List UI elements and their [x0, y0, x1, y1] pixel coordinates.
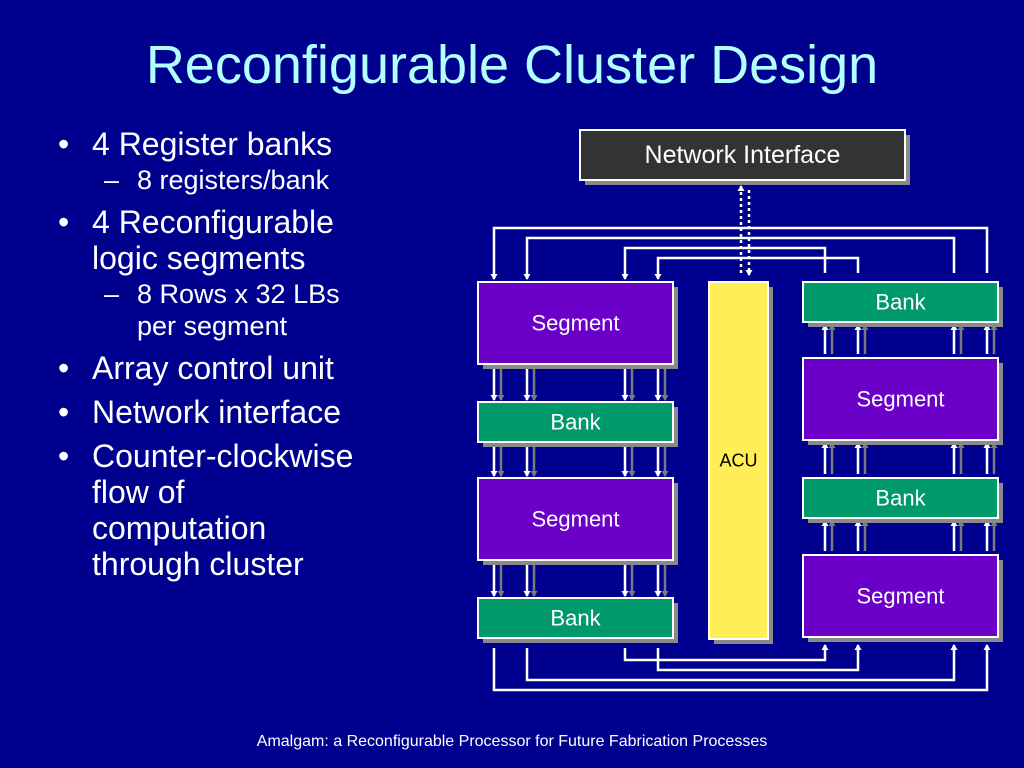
bullet-text: Array control unit [92, 350, 334, 386]
acu-box-label: ACU [719, 451, 757, 471]
slide-title: Reconfigurable Cluster Design [145, 35, 879, 95]
loop-bottom-inner [525, 644, 958, 682]
bullet-item: Counter-clockwise flow of computation th… [56, 438, 436, 582]
bank-block-body [802, 477, 999, 519]
segment-block-label: Segment [856, 387, 944, 412]
bullet-item: Network interface [56, 394, 436, 430]
bank-block: Bank [802, 281, 1003, 327]
loop-bottom-a [623, 644, 829, 662]
loop-top-a [621, 246, 827, 280]
bullet-item: 4 Register banks [56, 126, 436, 162]
segment-block-label: Segment [531, 507, 619, 532]
segment-block-body [477, 281, 674, 365]
network-interface-box-body [579, 129, 906, 181]
bank-block-body [802, 281, 999, 323]
bank-block-label: Bank [875, 486, 926, 511]
bank-block-label: Bank [550, 410, 601, 435]
sub-bullet-item: 8 registers/bank [56, 164, 436, 196]
acu-box-body [708, 281, 769, 640]
slide-footer: Amalgam: a Reconfigurable Processor for … [256, 733, 768, 750]
segment-block: Segment [477, 477, 678, 565]
segment-block-body [477, 477, 674, 561]
bullet-text: 4 Reconfigurable logic segments [92, 204, 334, 276]
segment-block-body [802, 357, 999, 441]
sub-bullet-text: 8 Rows x 32 LBs per segment [137, 279, 340, 341]
bank-block-body [477, 597, 674, 639]
bank-block-body [477, 401, 674, 443]
bullet-text: Counter-clockwise flow of computation th… [92, 438, 354, 582]
bank-block-label: Bank [875, 290, 926, 315]
segment-block-label: Segment [531, 311, 619, 336]
segment-block: Segment [802, 357, 1003, 445]
loop-top-inner [523, 236, 956, 280]
bullet-item: Array control unit [56, 350, 436, 386]
network-interface-box-label: Network Interface [645, 141, 841, 169]
loop-bottom-b [656, 644, 862, 672]
loop-top-b [654, 256, 860, 280]
acu-box: ACU [708, 281, 773, 644]
bank-block-label: Bank [550, 606, 601, 631]
loop-bottom-outer [492, 644, 991, 692]
block-layer: Network InterfaceACUSegmentBankSegmentBa… [477, 129, 1003, 644]
segment-block-label: Segment [856, 584, 944, 609]
bank-block: Bank [477, 597, 678, 643]
bullet-item: 4 Reconfigurable logic segments [56, 204, 436, 276]
bank-block: Bank [802, 477, 1003, 523]
bullet-text: Network interface [92, 394, 341, 430]
sub-bullet-text: 8 registers/bank [137, 165, 330, 195]
segment-block-body [802, 554, 999, 638]
bank-block: Bank [477, 401, 678, 447]
segment-block: Segment [802, 554, 1003, 642]
bullet-text: 4 Register banks [92, 126, 333, 162]
wire-layer [490, 185, 998, 692]
bullet-list: 4 Register banks8 registers/bank 4 Reconf… [56, 118, 436, 582]
network-interface-box: Network Interface [579, 129, 910, 185]
sub-bullet-item: 8 Rows x 32 LBs per segment [56, 278, 436, 342]
segment-block: Segment [477, 281, 678, 369]
